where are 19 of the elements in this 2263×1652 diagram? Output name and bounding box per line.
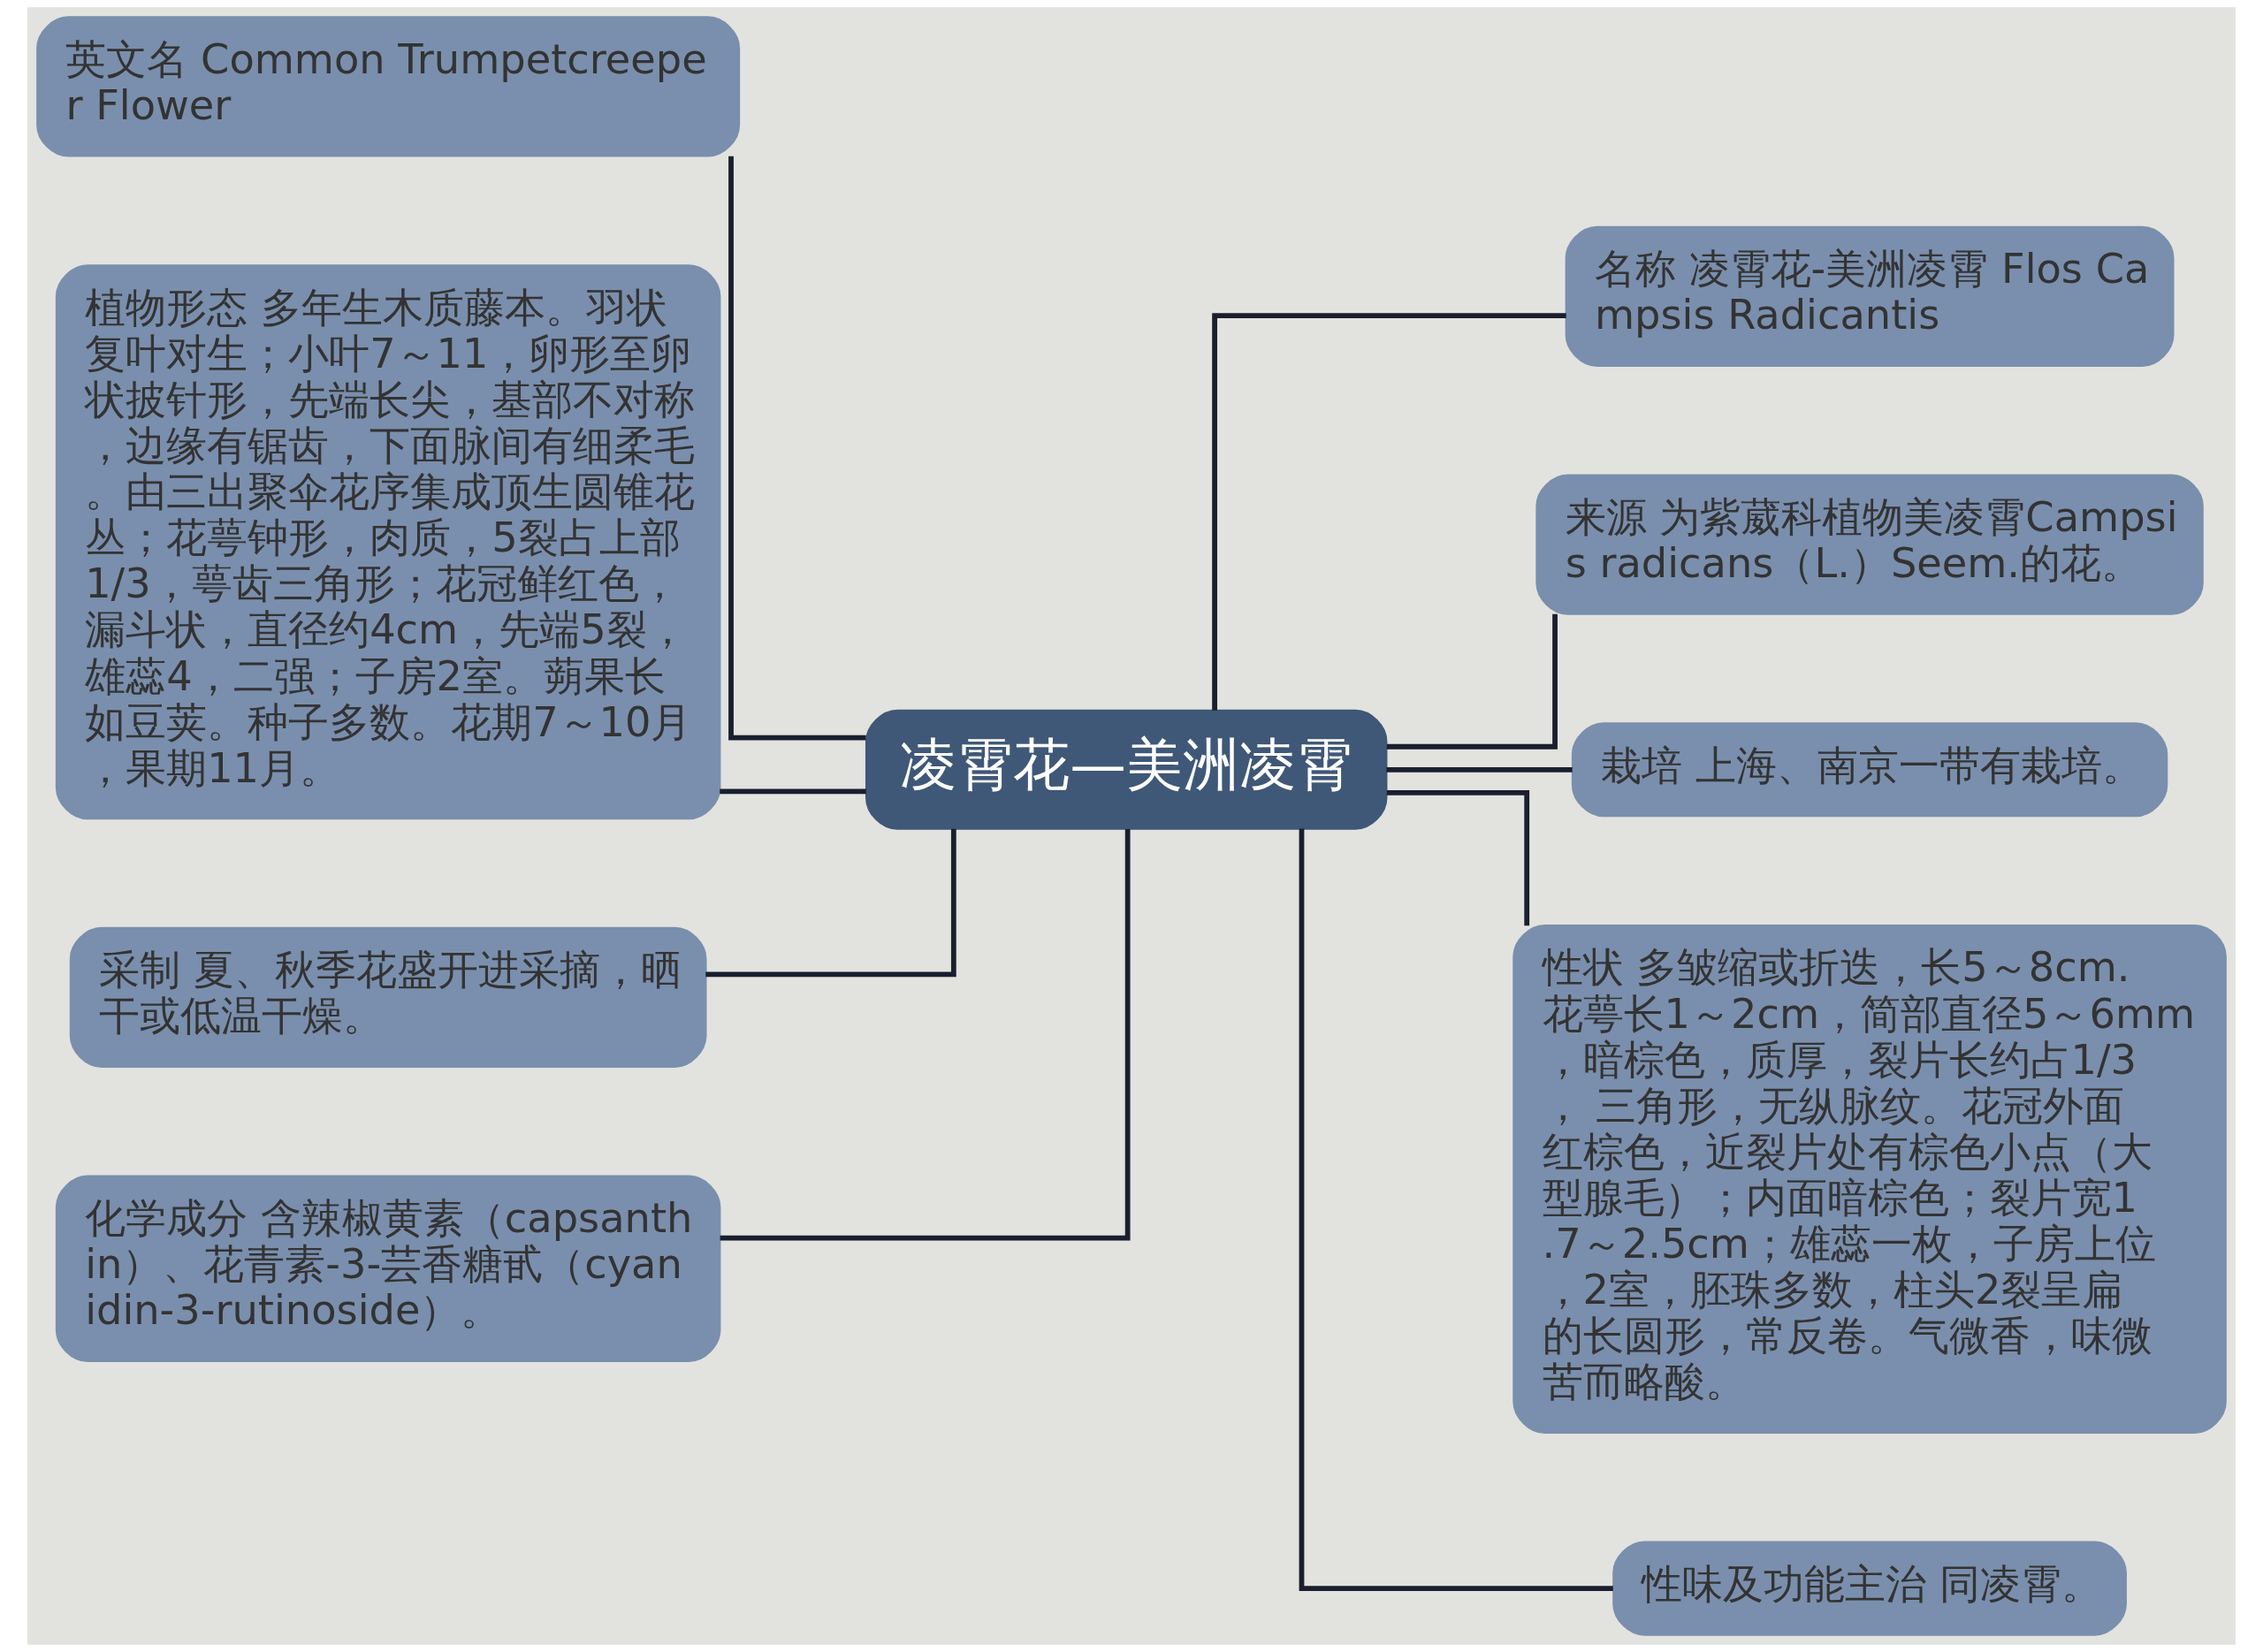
node-box: 名称 凌霄花-美洲凌霄 Flos Campsis Radicantis xyxy=(1565,225,2175,367)
node-box: 来源 为紫葳科植物美凌霄Campsis radicans（L.）Seem.的花。 xyxy=(1535,474,2204,615)
node-box: 英文名 Common Trumpetcreeper Flower xyxy=(36,16,741,157)
node-box: 性状 多皱缩或折迭，长5～8cm.花萼长1～2cm，简部直径5～6mm，暗棕色，质厚，裂片长约占1/3， 三角形，无纵脉纹。花冠外面红棕色，近裂片处有棕色小点（大型腺毛）；内面暗棕色；裂片宽1.7～2.5cm；雄蕊一枚，子房上位，2室，胚珠多数，柱头2裂呈扁的长圆形，常反卷。气微香，味微苦而略酸。 xyxy=(1512,924,2227,1434)
connector xyxy=(1212,313,1566,711)
connector xyxy=(728,156,866,741)
node-box: 采制 夏、秋季花盛开进采摘，晒干或低温干燥。 xyxy=(69,926,707,1069)
connector xyxy=(720,828,1131,1241)
connector xyxy=(1386,613,1558,750)
node-box: 凌霄花—美洲凌霄 xyxy=(865,709,1388,830)
node-box: 化学成分 含辣椒黄素（capsanthin）、花青素-3-芸香糖甙（cyanidin-3-rutinoside）。 xyxy=(55,1175,721,1362)
connector xyxy=(705,828,956,978)
connector xyxy=(1386,766,1573,773)
connector xyxy=(720,788,866,795)
node-box: 栽培 上海、南京一带有栽培。 xyxy=(1571,722,2168,818)
node-box: 植物形态 多年生木质藤本。羽状复叶对生；小叶7～11，卵形至卵状披针形，先端长尖，基部不对称，边缘有锯齿，下面脉间有细柔毛。由三出聚伞花序集成顶生圆锥花丛；花萼钟形，肉质，5裂占上部1/3，萼齿三角形；花冠鲜红色，漏斗状，直径约4cm，先端5裂，雄蕊4，二强；子房2室。蒴果长如豆荚。种子多数。花期7～10月，果期11月。 xyxy=(55,264,721,820)
connector xyxy=(1299,828,1613,1591)
connector xyxy=(1386,789,1530,926)
node-box: 性味及功能主治 同凌霄。 xyxy=(1612,1541,2127,1636)
